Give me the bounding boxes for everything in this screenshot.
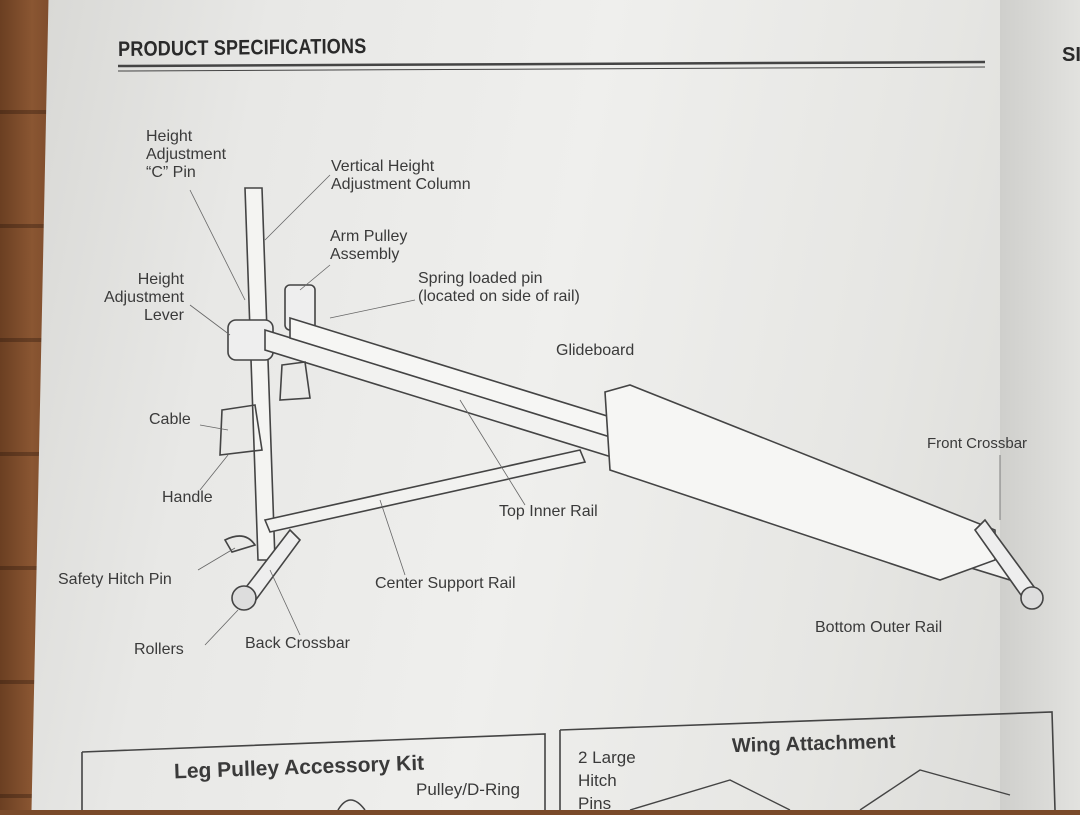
label-spring-pin: Spring loaded pin(located on side of rai… (418, 270, 580, 305)
label-bottom-rail: Bottom Outer Rail (815, 619, 943, 636)
leg-kit-item: Pulley/D-Ring (416, 780, 520, 799)
next-page (1000, 0, 1080, 810)
label-back-crossbar: Back Crossbar (245, 635, 350, 652)
label-handle: Handle (162, 489, 213, 506)
label-glideboard: Glideboard (556, 342, 635, 359)
label-cable: Cable (149, 411, 191, 428)
label-front-crossbar: Front Crossbar (927, 435, 1028, 452)
label-safety-pin: Safety Hitch Pin (58, 571, 172, 588)
next-page-title: SI (1062, 44, 1080, 66)
label-center-rail: Center Support Rail (375, 575, 516, 592)
label-rollers: Rollers (134, 641, 184, 658)
wing-title: Wing Attachment (731, 730, 896, 758)
label-top-inner-rail: Top Inner Rail (499, 503, 598, 520)
